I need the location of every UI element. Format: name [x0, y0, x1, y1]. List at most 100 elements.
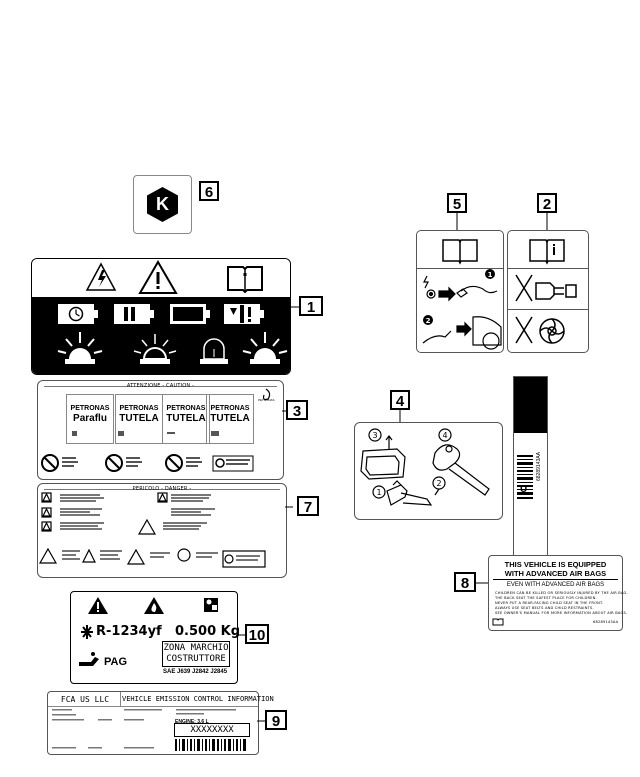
hexagon-letter: K — [156, 194, 169, 214]
airbag-part-number: 68289143AA — [593, 620, 619, 624]
label-9-fineprint — [52, 709, 246, 751]
airbag-bullet-2: THE BACK SEAT THE SAFEST PLACE FOR CHILD… — [495, 596, 597, 600]
battery-alert-icon — [224, 304, 264, 324]
electric-warning-icon — [85, 262, 117, 291]
label-7-header-rule — [44, 489, 280, 490]
leader-9 — [257, 720, 265, 722]
oil-type: PAG — [104, 656, 128, 668]
label-9-barcode — [175, 739, 246, 751]
label-1-icons — [57, 260, 288, 364]
product-card-4: PETRONAS TUTELA — [206, 394, 254, 444]
label-3-header-rule — [44, 386, 277, 387]
leader-8 — [476, 582, 488, 584]
label-8-black-band — [514, 377, 547, 433]
airbag-subtitle: EVEN WITH ADVANCED AIR BAGS — [506, 582, 605, 588]
label-8-strip: U 68289143AA — [513, 376, 548, 558]
prohibited-icon-3 — [165, 454, 183, 472]
label-9-engine: ENGINE: 3.6 L — [175, 719, 209, 725]
label-10-icons — [79, 597, 218, 666]
refrigerant-snowflake-icon — [81, 625, 93, 639]
product-name-4: TUTELA — [210, 413, 250, 424]
airbag-bullet-1: CHILDREN CAN BE KILLED OR SERIOUSLY INJU… — [495, 591, 628, 595]
manufacturer-zone-box: ZONA MARCHIO COSTRUTTORE — [162, 641, 230, 667]
sae-standard: SAE J639 J2842 J2845 — [163, 669, 228, 675]
manual-info-icon — [529, 239, 565, 265]
label-3-icons — [41, 388, 271, 472]
leader-10 — [236, 634, 246, 636]
jump-start-step-1 — [423, 275, 498, 302]
no-plug-icon — [515, 274, 577, 302]
label-7: PERICOLO - DANGER - — [37, 483, 287, 578]
beacon-light-icon-4 — [242, 332, 288, 364]
zone-line-1: ZONA MARCHIO — [163, 643, 229, 653]
battery-pause-icon — [114, 304, 154, 324]
flammable-icon — [144, 597, 164, 614]
product-brand-4: PETRONAS — [210, 405, 250, 412]
product-brand-2: PETRONAS — [119, 405, 159, 412]
step-badge-2-text: 2 — [426, 317, 431, 325]
label-9-title: VEHICLE EMISSION CONTROL INFORMATION — [122, 695, 274, 703]
leader-7 — [285, 506, 293, 508]
product-brand-3: PETRONAS — [166, 405, 206, 412]
label-8-card: THIS VEHICLE IS EQUIPPED WITH ADVANCED A… — [488, 555, 628, 631]
airbag-rule — [493, 579, 618, 580]
label-1 — [31, 258, 291, 375]
key-fob-diagram: 3 4 2 1 — [360, 428, 490, 506]
zone-line-2: COSTRUTTORE — [166, 654, 226, 664]
prohibited-icon-2 — [105, 454, 123, 472]
callout-3: 3 — [286, 400, 308, 420]
label-8-barcode — [517, 455, 533, 499]
product-card-1: PETRONAS Paraflu — [66, 394, 114, 444]
callout-7: 7 — [297, 496, 319, 516]
label-8-letter: U — [520, 484, 528, 495]
airbag-bullet-5: SEE OWNER'S MANUAL FOR MORE INFORMATION … — [495, 611, 628, 615]
prohibited-icon-1 — [41, 454, 59, 472]
label-2-divider — [508, 268, 588, 269]
callout-8: 8 — [454, 572, 476, 592]
label-9: FCA US LLC VEHICLE EMISSION CONTROL INFO… — [47, 691, 274, 755]
airbag-bullet-3: NEVER PUT A REAR-FACING CHILD SEAT IN TH… — [495, 601, 604, 605]
serial-box: XXXXXXXX — [174, 723, 250, 737]
hexagon-icon — [147, 187, 178, 222]
step-3-text: 3 — [372, 431, 377, 440]
product-name-2: TUTELA — [119, 413, 159, 424]
label-2-icons — [515, 239, 577, 344]
label-5-icons: 1 2 — [422, 239, 502, 350]
beacon-light-icon-1 — [57, 332, 103, 364]
battery-empty-icon — [170, 304, 210, 324]
callout-6: 6 — [199, 181, 219, 201]
step-badge-1-text: 1 — [488, 271, 493, 279]
label-7-icons — [38, 492, 266, 568]
label-3: ATTENZIONE - CAUTION - PETRONAS Paraflu … — [37, 380, 284, 480]
diagram-4: 3 4 2 1 — [354, 422, 503, 520]
airbag-manual-icon — [492, 618, 504, 626]
label-7-header: PERICOLO - DANGER - — [132, 486, 192, 492]
airbag-title-2: WITH ADVANCED AIR BAGS — [504, 569, 607, 578]
product-brand-1: PETRONAS — [70, 405, 110, 412]
step-4-text: 4 — [442, 431, 447, 440]
callout-10: 10 — [245, 624, 269, 644]
label-6: K — [133, 175, 192, 234]
petronas-logo-icon — [262, 388, 271, 401]
airbag-title-1: THIS VEHICLE IS EQUIPPED — [504, 560, 607, 569]
manual-box-icon — [212, 455, 254, 472]
warning-triangle-icon-10 — [88, 597, 108, 614]
service-technician-icon — [204, 598, 218, 612]
label-2 — [507, 230, 589, 353]
product-card-3: PETRONAS TUTELA — [162, 394, 210, 444]
label-5: 1 2 — [416, 230, 504, 353]
leader-4 — [399, 410, 401, 422]
callout-5: 5 — [447, 193, 467, 213]
callout-1: 1 — [299, 296, 323, 316]
product-name-1: Paraflu — [73, 413, 107, 424]
manual-book-icon — [227, 266, 263, 294]
manual-book-icon-5 — [442, 239, 478, 265]
warning-triangle-icon — [138, 260, 178, 294]
product-name-3: TUTELA — [166, 413, 206, 424]
step-1-text: 1 — [376, 488, 381, 497]
callout-9: 9 — [265, 710, 287, 730]
refrigerant-type: R-1234yf — [96, 624, 162, 639]
battery-clock-icon — [58, 304, 98, 324]
label-5-divider — [417, 268, 503, 269]
